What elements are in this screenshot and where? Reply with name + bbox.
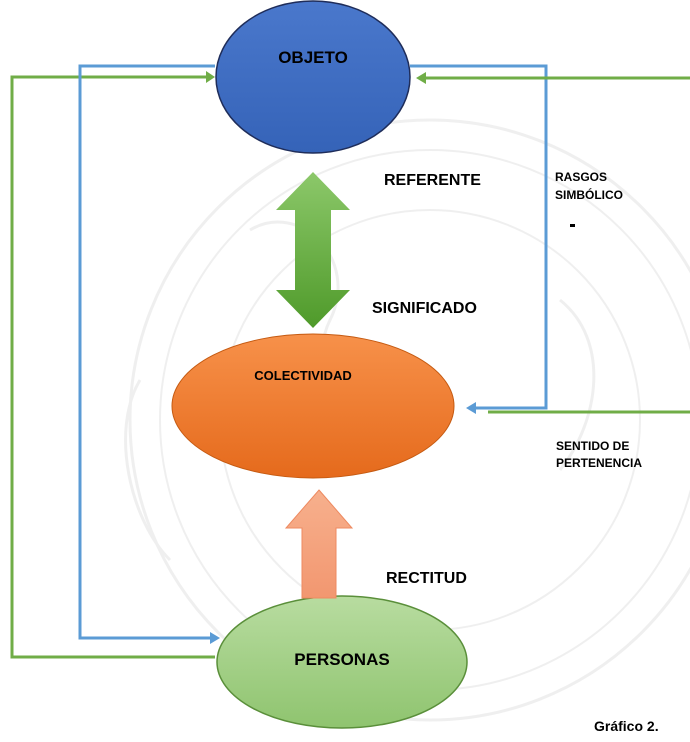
- rectitud-label: RECTITUD: [386, 570, 467, 587]
- blue-loop-right-arrowhead: [466, 402, 476, 414]
- double-arrow-significado: [276, 172, 350, 328]
- blue-loop-left-arrowhead: [210, 632, 220, 644]
- blue-loop-right: [410, 64, 548, 410]
- personas-label: PERSONAS: [294, 650, 390, 669]
- rasgos-label-line1: RASGOS: [555, 170, 608, 184]
- sentido-label-line1: SENTIDO DE: [556, 439, 630, 453]
- significado-label: SIGNIFICADO: [372, 300, 477, 317]
- sentido-label-line2: PERTENENCIA: [556, 456, 643, 470]
- referente-label: REFERENTE: [384, 172, 481, 189]
- green-line-right-top-arrowhead: [416, 72, 426, 84]
- rasgos-label-line2: SIMBÓLICO: [555, 188, 623, 202]
- figure-caption: Gráfico 2.: [594, 718, 659, 734]
- green-loop-left: [10, 75, 215, 659]
- objeto-node: [215, 0, 411, 154]
- up-arrow-rectitud: [284, 489, 354, 599]
- blue-loop-left: [78, 64, 215, 640]
- green-loop-left-arrowhead: [206, 71, 215, 83]
- colectividad-node: [171, 333, 455, 479]
- objeto-label: OBJETO: [278, 48, 348, 67]
- personas-node: [216, 595, 468, 729]
- rasgos-label-clipped-char: [570, 224, 575, 227]
- colectividad-label: COLECTIVIDAD: [254, 368, 352, 383]
